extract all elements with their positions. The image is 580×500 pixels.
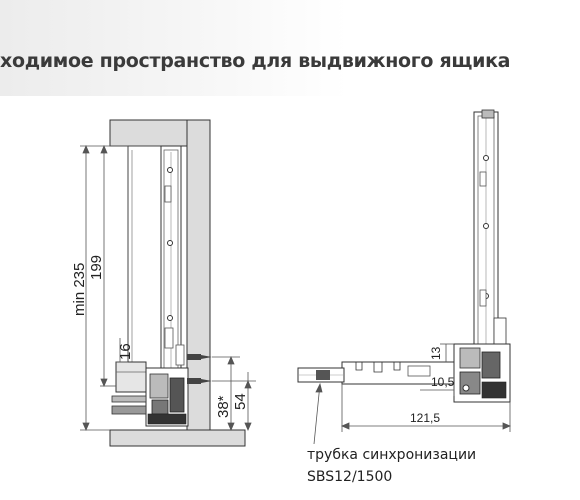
dim-38: 38* — [215, 395, 232, 418]
dim-10-5: 10,5 — [431, 375, 455, 389]
dim-min-235: min 235 — [71, 263, 88, 316]
caption-line-2: SBS12/1500 — [307, 469, 393, 485]
header-banner: ходимое пространство для выдвижного ящик… — [0, 0, 580, 96]
dim-199: 199 — [88, 255, 105, 280]
right-dimension-lines — [313, 343, 512, 445]
left-dimension-lines — [80, 144, 256, 432]
dim-121-5: 121,5 — [410, 411, 440, 425]
screw-icon — [187, 354, 212, 384]
drawer-side-left — [111, 145, 212, 427]
dim-16: 16 — [117, 343, 134, 360]
drawer-side-right — [297, 109, 511, 403]
caption-line-1: трубка синхронизации — [307, 447, 477, 463]
dim-54: 54 — [232, 393, 249, 410]
page-title: ходимое пространство для выдвижного ящик… — [0, 50, 511, 72]
cabinet-section — [109, 119, 246, 447]
dim-13: 13 — [429, 346, 443, 360]
